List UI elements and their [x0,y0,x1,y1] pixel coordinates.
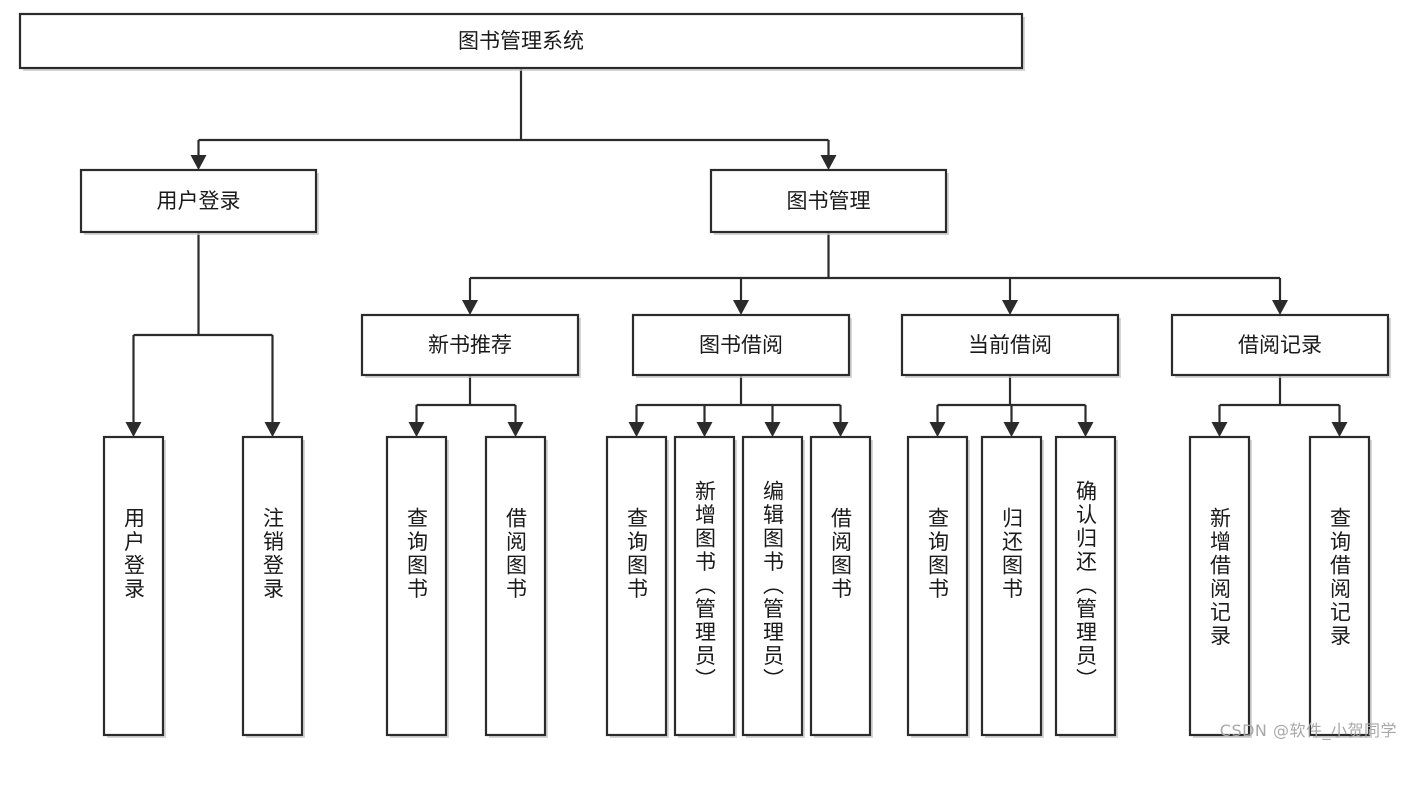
watermark: CSDN @软件_小贺同学 [1219,721,1397,740]
arrow-head [1077,422,1094,437]
node-box-query-book-1[interactable] [385,435,448,737]
arrow-head [507,422,524,437]
node-label-borrow-record: 借阅记录 [1238,333,1322,357]
arrow-head [820,155,837,170]
arrow-head [264,422,281,437]
arrow-head [832,422,849,437]
arrow-head [764,422,781,437]
node-box-add-book-admin[interactable] [673,435,736,737]
connector-layer [125,68,1348,437]
node-box-borrow-book-1[interactable] [484,435,547,737]
node-box-user-logout[interactable] [241,435,304,737]
arrow-head [1003,422,1020,437]
node-box-confirm-return-admin[interactable] [1054,435,1117,737]
node-box-query-borrow-record[interactable] [1308,435,1371,737]
node-box-borrow-record[interactable] [1170,313,1390,377]
node-label-new-book-recommend: 新书推荐 [428,333,512,357]
arrow-head [929,422,946,437]
arrow-head [408,422,425,437]
node-box-user-login-do[interactable] [102,435,165,737]
node-box-return-book[interactable] [980,435,1043,737]
node-box-query-book-3[interactable] [906,435,969,737]
node-box-add-borrow-record[interactable] [1188,435,1251,737]
node-label-user-login: 用户登录 [157,189,241,213]
arrow-head [1331,422,1348,437]
arrow-head [125,422,142,437]
arrow-head [1272,300,1288,315]
node-box-user-login[interactable] [79,168,318,234]
box-layer [18,12,1391,738]
arrow-head [733,300,749,315]
arrow-head [462,300,478,315]
node-box-book-manage[interactable] [709,168,948,234]
arrow-head [696,422,713,437]
arrow-head [1002,300,1018,315]
node-box-borrow-book-2[interactable] [809,435,872,737]
node-label-book-manage: 图书管理 [787,189,871,213]
node-box-new-book-recommend[interactable] [360,313,580,377]
arrow-head [190,155,207,170]
diagram-canvas: 用户登录图书管理图书管理系统新书推荐图书借阅当前借阅借阅记录 用户登录注销登录查… [18,12,1397,740]
node-label-current-borrow: 当前借阅 [968,333,1052,357]
node-box-root[interactable] [18,12,1024,70]
node-box-query-book-2[interactable] [605,435,668,737]
node-label-book-borrow: 图书借阅 [699,333,783,357]
arrow-head [628,422,645,437]
node-box-current-borrow[interactable] [900,313,1120,377]
node-box-edit-book-admin[interactable] [741,435,804,737]
arrow-head [1211,422,1228,437]
node-box-book-borrow[interactable] [631,313,851,377]
node-label-root: 图书管理系统 [458,29,584,53]
